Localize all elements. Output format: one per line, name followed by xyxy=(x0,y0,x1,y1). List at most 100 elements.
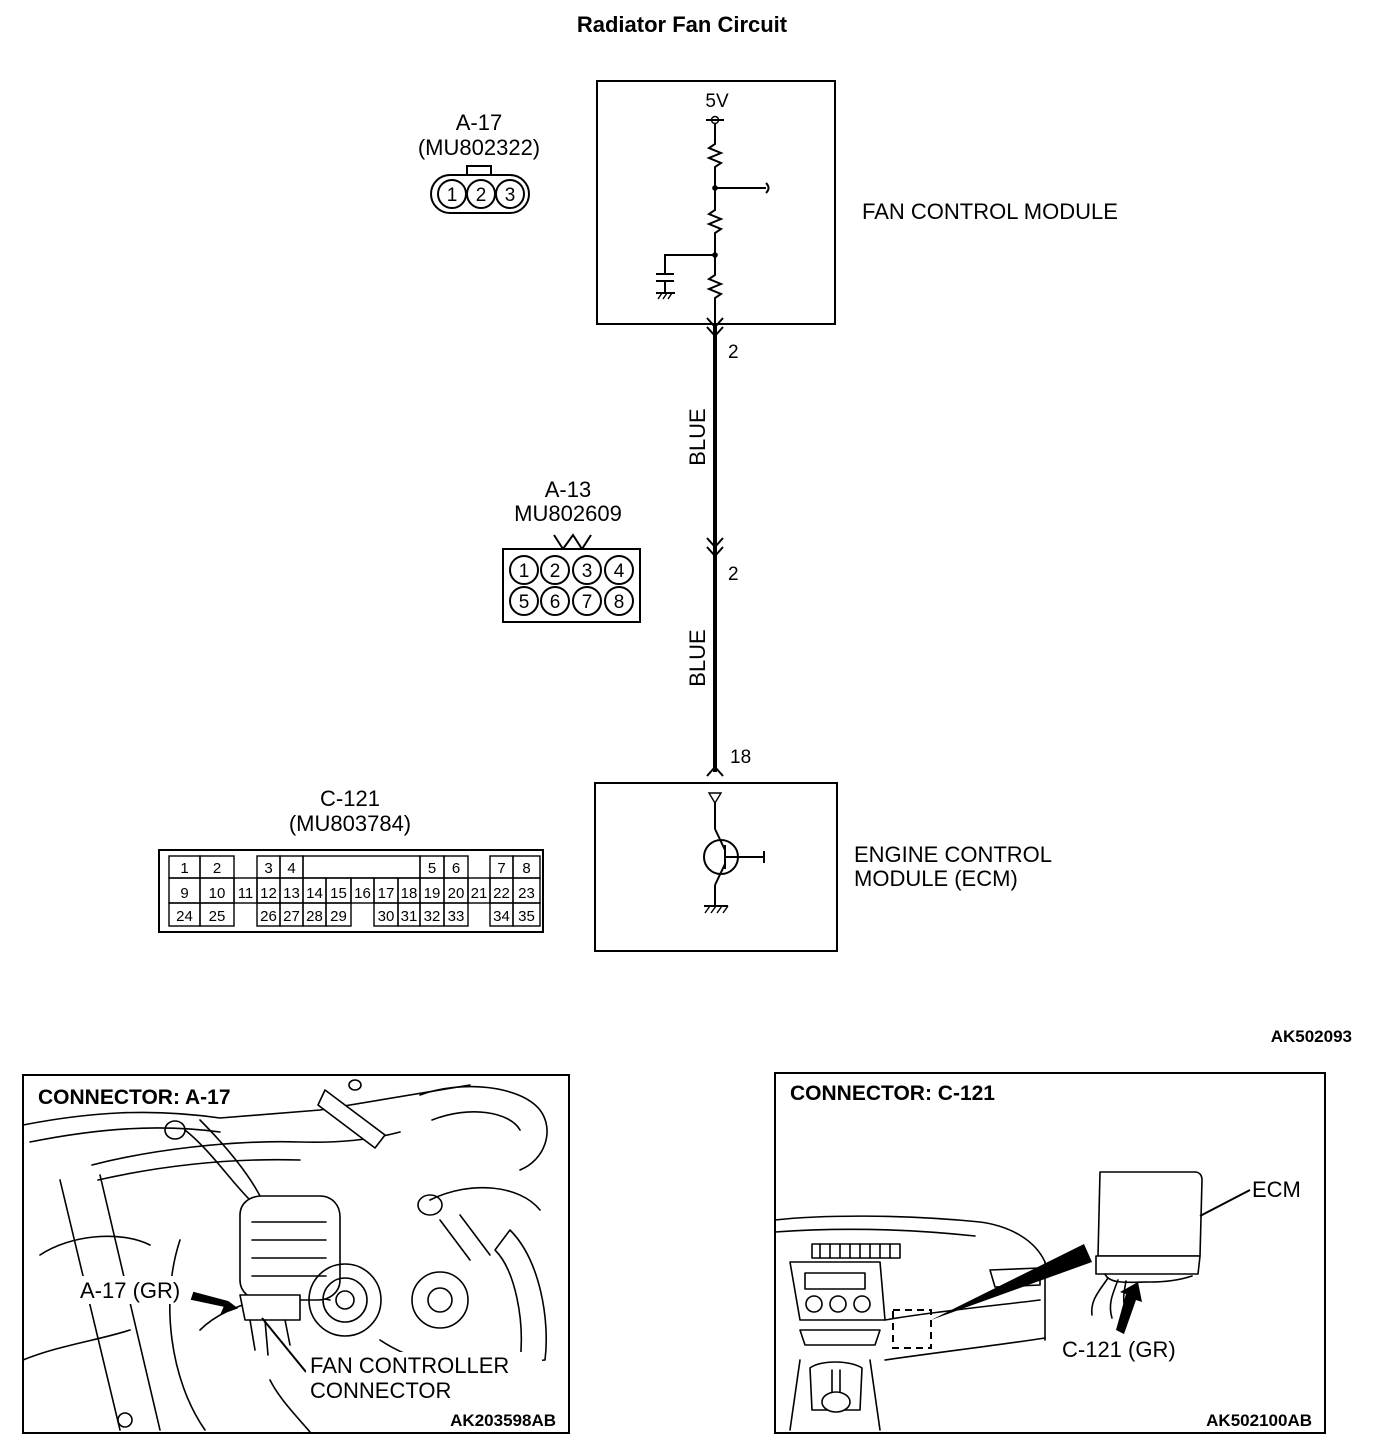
fan-controller-label-line1: FAN CONTROLLER xyxy=(310,1353,509,1378)
connector-arrow-fan xyxy=(706,317,724,329)
wire-color-lower: BLUE xyxy=(685,629,710,686)
c121-pin-16: 16 xyxy=(354,885,371,902)
c121-pin-24: 24 xyxy=(176,908,193,925)
c121-pin-29: 29 xyxy=(330,908,347,925)
c121-pin-7: 7 xyxy=(497,860,505,877)
c121-pin-34: 34 xyxy=(493,908,510,925)
panel-a17-heading: CONNECTOR: A-17 xyxy=(38,1086,231,1109)
c121-pin-5: 5 xyxy=(428,860,436,877)
c121-pin-26: 26 xyxy=(260,908,277,925)
connector-a13: A-13 MU802609 1 2 3 4 5 6 7 8 xyxy=(502,477,641,623)
c121-pin-18: 18 xyxy=(401,885,418,902)
c121-pin-25: 25 xyxy=(209,908,226,925)
c121-pin-2: 2 xyxy=(213,860,221,877)
a17-pin-1: 1 xyxy=(447,185,458,206)
a17-callout-arrow xyxy=(190,1291,239,1315)
engine-bay-illustration xyxy=(22,1079,548,1433)
panel-c121-heading: CONNECTOR: C-121 xyxy=(790,1082,995,1105)
engine-control-module xyxy=(594,782,838,952)
c121-pin-31: 31 xyxy=(401,908,418,925)
c121-callout-label: C-121 (GR) xyxy=(1062,1337,1176,1362)
a17-pin-2: 2 xyxy=(476,185,487,206)
c121-pin-12: 12 xyxy=(260,885,277,902)
c121-pin-14: 14 xyxy=(306,885,323,902)
a13-pin-8: 8 xyxy=(614,592,625,613)
fan-module-voltage: 5V xyxy=(705,91,729,112)
connector-a17-part: (MU802322) xyxy=(418,135,540,160)
c121-pin-cell xyxy=(443,902,469,927)
dashboard-illustration xyxy=(774,1171,1203,1431)
c121-pin-9: 9 xyxy=(180,885,188,902)
resistor-3 xyxy=(706,255,724,324)
c121-pin-4: 4 xyxy=(287,860,295,877)
fan-controller-label-line2: CONNECTOR xyxy=(310,1378,451,1403)
connector-a17-name: A-17 xyxy=(456,110,502,135)
ecm-photo-label: ECM xyxy=(1252,1177,1301,1202)
connector-a13-part: MU802609 xyxy=(514,501,622,526)
resistor-2 xyxy=(706,188,724,255)
c121-callout-arrow xyxy=(1116,1282,1142,1334)
junction-pin: 2 xyxy=(728,564,739,585)
a13-pin-3: 3 xyxy=(582,561,593,582)
c121-pin-10: 10 xyxy=(209,885,226,902)
c121-pin-21: 21 xyxy=(471,885,488,902)
fan-module-label: FAN CONTROL MODULE xyxy=(862,199,1118,224)
photo-panel-c121: CONNECTOR: C-121 ECM C-121 (GR) AK502100… xyxy=(774,1072,1326,1434)
input-triangle xyxy=(707,792,723,805)
ecm-pin: 18 xyxy=(730,747,751,768)
c121-pin-32: 32 xyxy=(424,908,441,925)
ecm-label-line2: MODULE (ECM) xyxy=(854,866,1018,891)
c121-pin-cell xyxy=(512,902,541,927)
panel-a17-code: AK203598AB xyxy=(450,1411,556,1430)
ecm-location-marker xyxy=(892,1309,932,1349)
a13-pin-5: 5 xyxy=(519,592,530,613)
fan-control-module: 5V xyxy=(596,80,836,325)
c121-pin-19: 19 xyxy=(424,885,441,902)
c121-pin-3: 3 xyxy=(264,860,272,877)
c121-pin-20: 20 xyxy=(448,885,465,902)
connector-a17: A-17 (MU802322) 1 2 3 xyxy=(418,110,540,214)
c121-pin-30: 30 xyxy=(378,908,395,925)
zoom-wedge xyxy=(931,1244,1092,1320)
c121-pin-8: 8 xyxy=(522,860,530,877)
connector-arrow-junction xyxy=(706,537,724,549)
ecm-label-line1: ENGINE CONTROL xyxy=(854,842,1052,867)
a13-pin-4: 4 xyxy=(614,561,625,582)
figure-code: AK502093 xyxy=(1271,1027,1352,1046)
c121-pin-15: 15 xyxy=(330,885,347,902)
a13-pin-2: 2 xyxy=(550,561,561,582)
resistor-1 xyxy=(706,124,724,188)
ecm-leader xyxy=(1199,1189,1251,1217)
wire-color-upper: BLUE xyxy=(685,408,710,465)
c121-pin-13: 13 xyxy=(283,885,300,902)
ground-symbol-fan xyxy=(656,292,675,300)
c121-pin-23: 23 xyxy=(518,885,535,902)
connector-c121-name: C-121 xyxy=(320,786,380,811)
photo-panel-a17: CONNECTOR: A-17 A-17 (GR) FAN CONTROLLER… xyxy=(22,1074,570,1434)
a13-pin-1: 1 xyxy=(519,561,530,582)
c121-pin-cell xyxy=(199,902,235,927)
blue-wire xyxy=(706,317,724,777)
c121-pin-6: 6 xyxy=(452,860,460,877)
a17-pin-3: 3 xyxy=(505,185,516,206)
diagram-title: Radiator Fan Circuit xyxy=(577,12,788,37)
connector-c121-part: (MU803784) xyxy=(289,811,411,836)
c121-pin-27: 27 xyxy=(283,908,300,925)
fan-module-pin: 2 xyxy=(728,342,739,363)
c121-pin-35: 35 xyxy=(518,908,535,925)
a13-pin-6: 6 xyxy=(550,592,561,613)
panel-c121-code: AK502100AB xyxy=(1206,1411,1312,1430)
c121-pin-33: 33 xyxy=(448,908,465,925)
c121-pin-1: 1 xyxy=(180,860,188,877)
ground-symbol-ecm xyxy=(704,905,729,914)
c121-pin-22: 22 xyxy=(493,885,510,902)
a17-callout-label: A-17 (GR) xyxy=(80,1278,180,1303)
c121-pin-cell xyxy=(325,902,352,927)
fan-controller-leader xyxy=(261,1317,307,1373)
a13-pin-7: 7 xyxy=(582,592,593,613)
c121-pin-28: 28 xyxy=(306,908,323,925)
